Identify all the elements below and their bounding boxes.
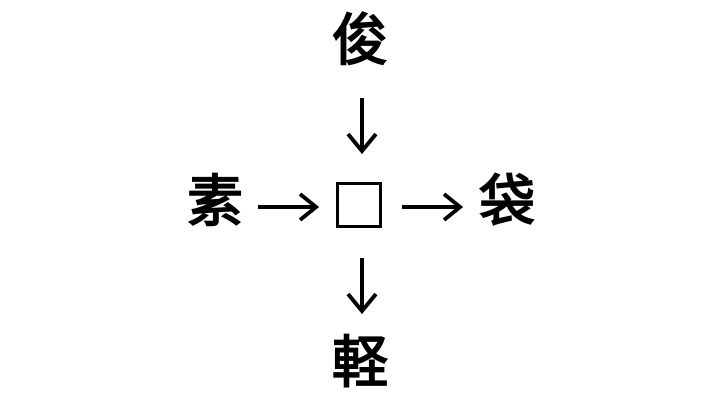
top-kanji: 俊 (332, 9, 388, 74)
answer-blank-box (336, 182, 382, 228)
down-arrow-bottom (346, 258, 378, 315)
bottom-kanji: 軽 (332, 331, 388, 396)
left-kanji: 素 (187, 170, 243, 235)
right-arrow-right (402, 192, 464, 222)
down-arrow-top (346, 98, 378, 155)
right-kanji: 袋 (479, 170, 535, 235)
right-arrow-left (258, 192, 320, 222)
